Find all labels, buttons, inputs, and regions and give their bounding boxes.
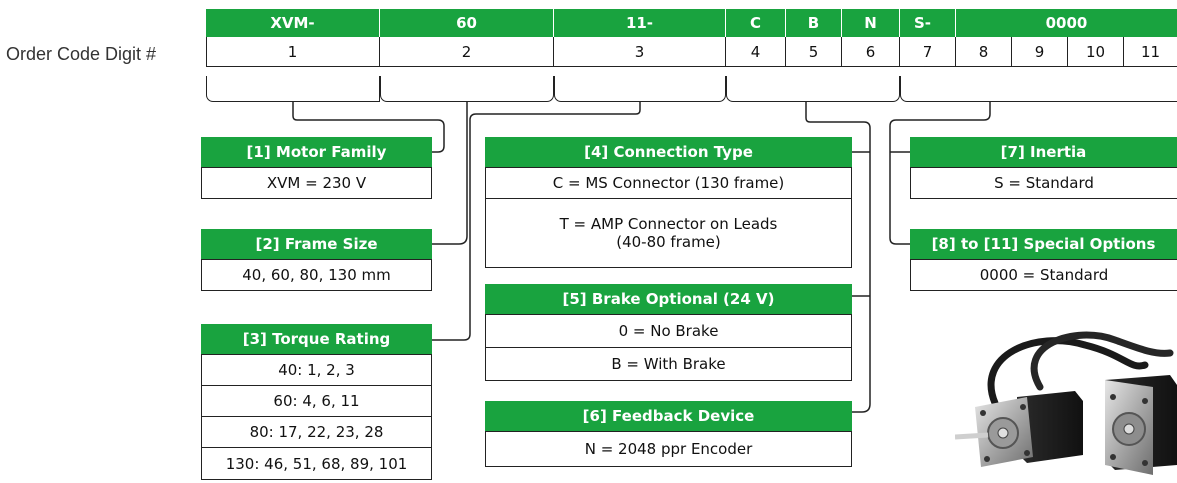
digit-8: 8 — [956, 37, 1012, 67]
motor-family-row: XVM = 230 V — [201, 167, 432, 199]
connection-type-row-t-line1: T = AMP Connector on Leads — [559, 215, 778, 233]
code-segment-frame: 60 — [380, 9, 554, 37]
code-segment-connection: C — [726, 9, 786, 37]
brake-optional-row-0: 0 = No Brake — [485, 314, 852, 348]
digit-3: 3 — [554, 37, 726, 67]
inertia-row: S = Standard — [910, 167, 1177, 199]
servo-motors-image — [955, 331, 1177, 475]
digit-7: 7 — [900, 37, 956, 67]
torque-rating-row-40: 40: 1, 2, 3 — [201, 354, 432, 386]
connection-type-box: [4] Connection Type C = MS Connector (13… — [485, 137, 852, 268]
frame-size-box: [2] Frame Size 40, 60, 80, 130 mm — [201, 229, 432, 291]
connection-type-title: [4] Connection Type — [485, 137, 852, 167]
code-segment-torque: 11- — [554, 9, 726, 37]
feedback-device-title: [6] Feedback Device — [485, 401, 852, 431]
torque-rating-row-60: 60: 4, 6, 11 — [201, 385, 432, 417]
feedback-device-row: N = 2048 ppr Encoder — [485, 431, 852, 467]
brake-optional-row-b: B = With Brake — [485, 347, 852, 381]
group-bracket-1 — [206, 76, 380, 102]
brake-optional-box: [5] Brake Optional (24 V) 0 = No Brake B… — [485, 284, 852, 381]
digit-10: 10 — [1068, 37, 1124, 67]
frame-size-row: 40, 60, 80, 130 mm — [201, 259, 432, 291]
feedback-device-box: [6] Feedback Device N = 2048 ppr Encoder — [485, 401, 852, 467]
brake-optional-title: [5] Brake Optional (24 V) — [485, 284, 852, 314]
frame-size-title: [2] Frame Size — [201, 229, 432, 259]
inertia-title: [7] Inertia — [910, 137, 1177, 167]
torque-rating-row-130: 130: 46, 51, 68, 89, 101 — [201, 447, 432, 480]
torque-rating-title: [3] Torque Rating — [201, 324, 432, 354]
digit-6: 6 — [842, 37, 900, 67]
digit-2: 2 — [380, 37, 554, 67]
digit-4: 4 — [726, 37, 786, 67]
special-options-title: [8] to [11] Special Options — [910, 229, 1177, 259]
digit-9: 9 — [1012, 37, 1068, 67]
digit-11: 11 — [1124, 37, 1177, 67]
motor-family-title: [1] Motor Family — [201, 137, 432, 167]
connection-type-row-t-line2: (40-80 frame) — [616, 233, 721, 251]
code-segment-feedback: N — [842, 9, 900, 37]
code-segment-brake: B — [786, 9, 842, 37]
group-bracket-2 — [380, 76, 554, 102]
inertia-box: [7] Inertia S = Standard — [910, 137, 1177, 199]
connection-type-row-c: C = MS Connector (130 frame) — [485, 167, 852, 199]
digit-row-border — [206, 37, 1177, 67]
group-bracket-3 — [554, 76, 726, 102]
special-options-row: 0000 = Standard — [910, 259, 1177, 291]
digit-5: 5 — [786, 37, 842, 67]
code-segment-inertia: S- — [900, 9, 956, 37]
code-segment-xvm: XVM- — [206, 9, 380, 37]
connection-type-row-t: T = AMP Connector on Leads (40-80 frame) — [485, 198, 852, 268]
code-segment-special: 0000 — [956, 9, 1177, 37]
torque-rating-box: [3] Torque Rating 40: 1, 2, 3 60: 4, 6, … — [201, 324, 432, 480]
group-bracket-7-11 — [900, 76, 1177, 102]
group-bracket-4-6 — [726, 76, 900, 102]
digit-1: 1 — [206, 37, 380, 67]
special-options-box: [8] to [11] Special Options 0000 = Stand… — [910, 229, 1177, 291]
order-code-digit-label: Order Code Digit # — [6, 44, 157, 64]
motor-family-box: [1] Motor Family XVM = 230 V — [201, 137, 432, 199]
torque-rating-row-80: 80: 17, 22, 23, 28 — [201, 416, 432, 448]
